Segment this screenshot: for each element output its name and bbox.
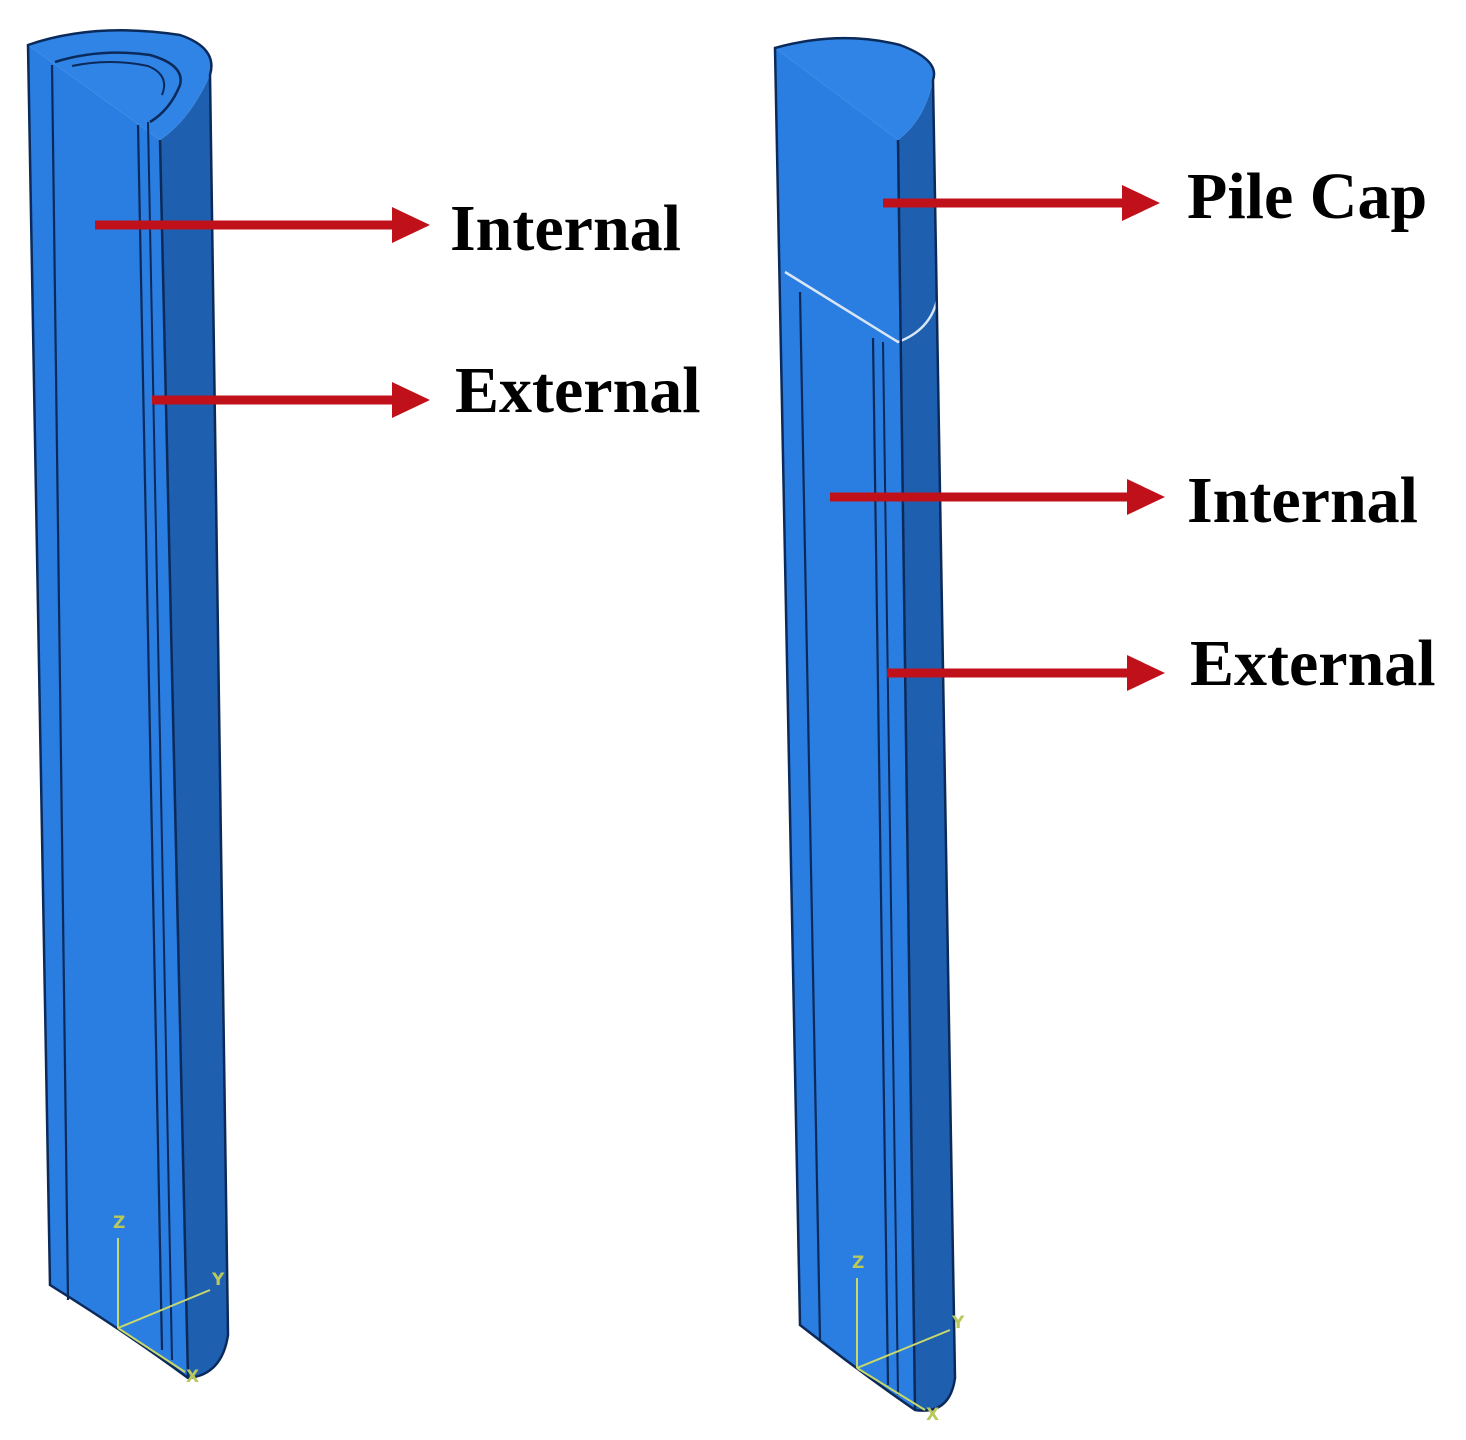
right-pile-front-face — [775, 48, 915, 1410]
right-pile-cap-arrowhead — [1122, 185, 1160, 221]
right-callout-internal: Internal — [830, 464, 1418, 537]
right-internal-arrowhead — [1127, 479, 1165, 515]
left-internal-arrowhead — [392, 207, 430, 243]
right-triad-y-label: Y — [951, 1313, 965, 1333]
left-external-arrowhead — [392, 382, 430, 418]
right-pile-front-side-edge — [896, 139, 917, 1411]
right-pile-top-face — [775, 38, 935, 140]
right-callout-external: External — [887, 627, 1436, 700]
left-pile-partition-line — [147, 121, 173, 1361]
left-pile-inner-ring-core — [71, 61, 166, 96]
left-pile-inner-ring — [54, 51, 182, 124]
right-coordinate-triad: Z Y X — [852, 1253, 965, 1425]
left-triad-y-axis — [117, 1289, 211, 1329]
right-pile-partition-line — [882, 341, 899, 1396]
left-pile-model — [26, 29, 230, 1380]
right-pile-partition-line — [871, 337, 890, 1386]
right-pile-partition-line — [798, 291, 822, 1341]
right-internal-label: Internal — [1187, 464, 1418, 537]
right-triad-x-label: X — [926, 1405, 939, 1425]
right-callout-pile-cap: Pile Cap — [883, 160, 1427, 233]
right-external-arrowhead — [1127, 655, 1165, 691]
right-triad-z-label: Z — [852, 1253, 864, 1273]
left-external-label: External — [455, 354, 701, 427]
right-pile-cap-label: Pile Cap — [1187, 160, 1427, 233]
left-callout-internal: Internal — [95, 192, 681, 265]
right-pile-cap-divider — [784, 270, 939, 344]
left-pile-partition-line — [50, 64, 70, 1301]
left-pile-front-face — [28, 45, 188, 1378]
right-triad-x-axis — [856, 1367, 926, 1411]
left-pile-partition-line — [136, 124, 164, 1351]
right-pile-outline — [773, 36, 957, 1412]
right-pile-side-face — [898, 80, 955, 1411]
left-pile-front-side-edge — [158, 139, 190, 1379]
right-external-label: External — [1190, 627, 1436, 700]
left-coordinate-triad: Z Y X — [113, 1213, 225, 1387]
left-callout-external: External — [152, 354, 701, 427]
right-triad-y-axis — [856, 1329, 951, 1369]
left-triad-y-label: Y — [211, 1270, 225, 1290]
left-triad-x-label: X — [186, 1367, 199, 1387]
left-triad-x-axis — [117, 1327, 186, 1373]
left-triad-z-label: Z — [113, 1213, 125, 1233]
right-pile-model — [773, 36, 957, 1412]
left-internal-label: Internal — [450, 192, 681, 265]
